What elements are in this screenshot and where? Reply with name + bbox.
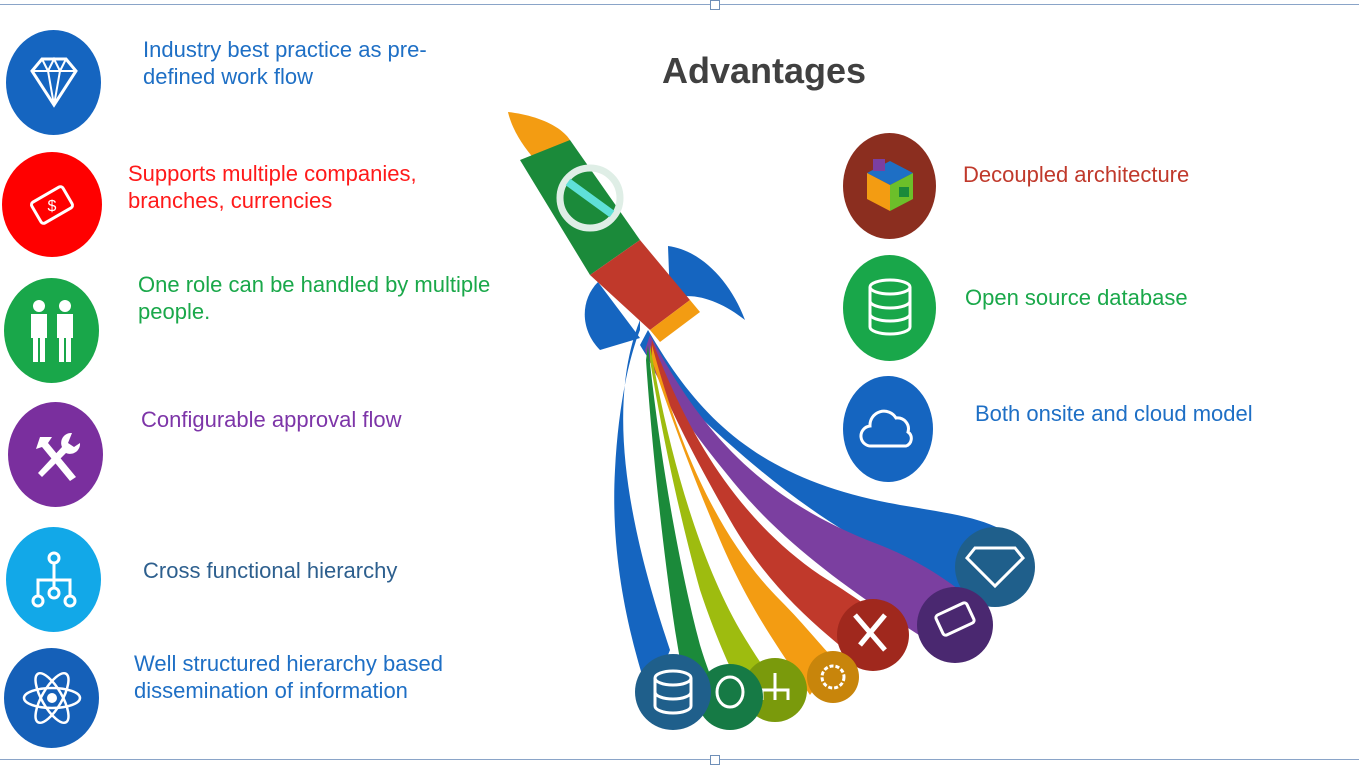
trail-bulb-icon <box>697 664 763 730</box>
resize-handle-bottom[interactable] <box>710 755 720 765</box>
svg-text:$: $ <box>48 198 57 215</box>
hierarchy-circle <box>6 527 101 632</box>
diamond-icon <box>29 56 78 108</box>
rocket-body-green <box>520 140 640 275</box>
puzzle-cube-circle <box>843 133 936 239</box>
people-icon <box>30 299 73 362</box>
money-circle: $ <box>2 152 102 257</box>
trail-tools-icon <box>837 599 909 671</box>
rocket-fin-left <box>584 282 640 350</box>
rocket-nozzle <box>650 300 700 342</box>
trail-diamond-icon <box>955 527 1035 607</box>
database-circle <box>843 255 936 361</box>
slide-frame-top <box>0 4 1359 5</box>
trail-money-icon <box>917 587 993 663</box>
rocket-window <box>556 164 624 232</box>
atom-icon <box>22 671 81 725</box>
trail-gear-icon <box>807 651 859 703</box>
people-circle <box>4 278 99 383</box>
trail-green <box>646 345 720 715</box>
hierarchy-icon <box>31 551 76 607</box>
trail-blue-outer <box>640 330 1020 600</box>
tools-icon <box>35 432 80 481</box>
money-icon: $ <box>30 184 74 225</box>
label-multi-company: Supports multiple companies, branches, c… <box>128 161 417 213</box>
rocket-body-red <box>590 240 690 330</box>
label-approval-flow: Configurable approval flow <box>141 407 402 432</box>
rocket-fin-right <box>668 246 745 320</box>
puzzle-cube-icon <box>866 159 913 211</box>
page-title: Advantages <box>662 50 867 91</box>
label-onsite-cloud: Both onsite and cloud model <box>975 401 1253 426</box>
label-best-practice: Industry best practice as pre-defined wo… <box>143 37 427 89</box>
label-decoupled: Decoupled architecture <box>963 162 1190 187</box>
resize-handle-top[interactable] <box>710 0 720 10</box>
atom-circle <box>4 648 99 748</box>
tools-circle <box>8 402 103 507</box>
database-icon <box>868 278 911 336</box>
label-dissemination: Well structured hierarchy based dissemin… <box>134 651 443 703</box>
diamond-circle <box>6 30 101 135</box>
trail-blue-inner <box>614 320 670 700</box>
label-open-source: Open source database <box>965 285 1188 310</box>
cloud-icon <box>859 409 913 448</box>
trail-purple <box>645 335 985 655</box>
label-one-role: One role can be handled by multiple peop… <box>138 272 491 324</box>
label-cross-functional: Cross functional hierarchy <box>143 558 398 583</box>
cloud-circle <box>843 376 933 482</box>
slide-frame-bottom <box>0 759 1359 760</box>
trail-database-icon <box>635 654 711 730</box>
trail-red <box>650 340 900 670</box>
